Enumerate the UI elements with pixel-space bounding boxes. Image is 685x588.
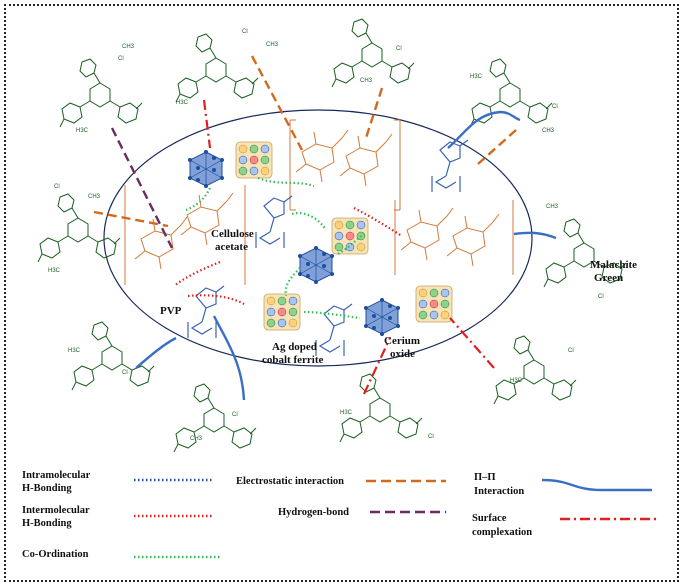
malachite-green-chem-labels: Cl CH3 H3C Cl H3C CH3 Cl CH3 H3C Cl CH3 … [48, 29, 604, 442]
nanoparticle-cluster [297, 245, 335, 285]
legend: Intramolecular H-Bonding Intermolecular … [22, 470, 658, 560]
cellulose-acetate-chain-right [394, 200, 514, 275]
svg-text:CH3: CH3 [360, 78, 373, 84]
pvp-unit-left [187, 285, 225, 339]
legend-intermolecular-label: Intermolecular H-Bonding [22, 505, 92, 529]
svg-text:H3C: H3C [76, 128, 89, 134]
svg-text:CH3: CH3 [190, 436, 203, 442]
svg-text:Cl: Cl [54, 184, 60, 190]
ferrite-particle [263, 293, 301, 331]
svg-text:H3C: H3C [176, 100, 189, 106]
svg-text:CH3: CH3 [266, 42, 279, 48]
legend-surface-complexation-label: Surface complexation [472, 513, 532, 538]
composite-ellipse [103, 109, 533, 367]
svg-text:H3C: H3C [68, 348, 81, 354]
hydrogen-bond-line [110, 127, 174, 249]
svg-text:CH3: CH3 [546, 204, 559, 210]
svg-text:Cl: Cl [242, 29, 248, 35]
svg-text:Cl: Cl [122, 370, 128, 376]
svg-text:H3C: H3C [470, 74, 483, 80]
legend-electrostatic-label: Electrostatic interaction [236, 476, 344, 487]
svg-text:Cl: Cl [118, 56, 124, 62]
ferrite-particle [235, 141, 273, 179]
nanoparticle-cluster [363, 297, 401, 337]
nanoparticle-cluster [187, 149, 225, 189]
legend-intramolecular-label: Intramolecular H-Bonding [22, 470, 93, 494]
legend-hydrogen-bond-label: Hydrogen-bond [278, 507, 349, 518]
svg-text:H3C: H3C [510, 378, 523, 384]
malachite-green-label: Malachite Green [590, 259, 640, 284]
pvp-unit-bottom [315, 303, 353, 357]
svg-text:Cl: Cl [428, 434, 434, 440]
svg-text:H3C: H3C [340, 410, 353, 416]
pvp-label: PVP [160, 305, 182, 317]
ferrite-particle [415, 285, 453, 323]
cellulose-acetate-chain-left [124, 185, 246, 285]
legend-pi-pi-label: Π–Π Interaction [474, 472, 524, 497]
svg-text:CH3: CH3 [542, 128, 555, 134]
outer-dotted-frame [4, 4, 679, 582]
svg-text:Cl: Cl [568, 348, 574, 354]
surface-complexation-lines [202, 99, 495, 395]
svg-text:Cl: Cl [552, 104, 558, 110]
cellulose-acetate-label: Cellulose acetate [211, 228, 257, 253]
ag-ferrite-label: Ag doped cobalt ferrite [262, 341, 323, 366]
svg-text:Cl: Cl [598, 294, 604, 300]
pi-pi-interactions [135, 110, 557, 401]
cellulose-acetate-chain-top [289, 119, 401, 211]
legend-pi-pi-swatch [541, 478, 652, 492]
intermolecular-h-bonds [173, 207, 403, 305]
svg-text:Cl: Cl [396, 46, 402, 52]
ferrite-particle [331, 217, 369, 255]
pvp-unit-center [255, 195, 293, 249]
coordination-bonds [185, 176, 367, 320]
legend-coordination-label: Co-Ordination [22, 549, 89, 560]
electrostatic-interactions [93, 55, 517, 228]
svg-text:CH3: CH3 [88, 194, 101, 200]
cerium-oxide-label: Cerium oxide [384, 335, 423, 360]
svg-text:H3C: H3C [48, 268, 61, 274]
svg-text:Cl: Cl [232, 412, 238, 418]
svg-text:CH3: CH3 [122, 44, 135, 50]
